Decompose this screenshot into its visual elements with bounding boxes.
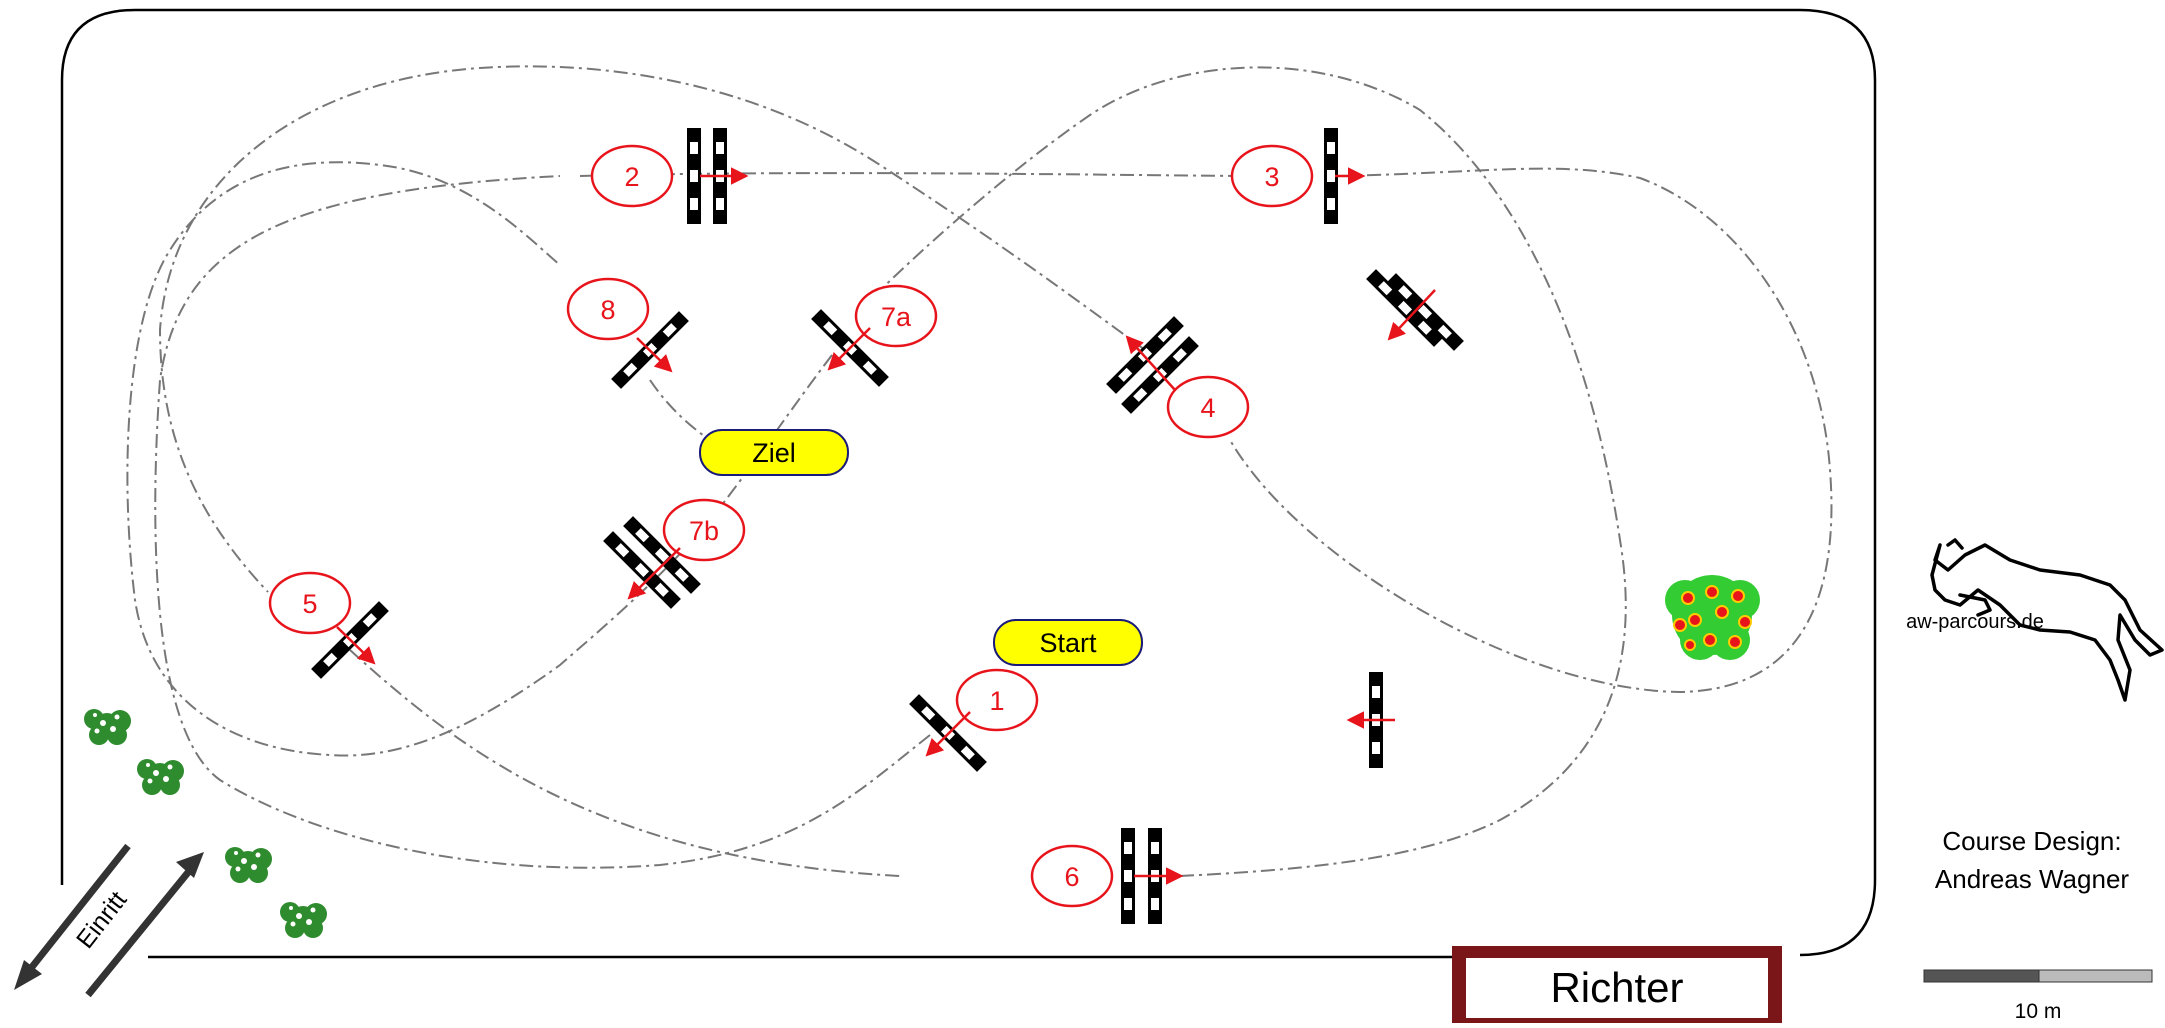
svg-text:2: 2 (624, 162, 639, 192)
obstacle-number-3: 3 (1230, 144, 1314, 208)
designer-credit-line1: Course Design: (1942, 826, 2121, 856)
arena-boundary (60, 8, 1877, 959)
jump-5-vertical (311, 601, 389, 679)
entrance-arrows: Einritt (14, 843, 204, 998)
obstacle-number-5: 5 (268, 571, 352, 635)
logo-text: aw-parcours.de (1906, 611, 2044, 633)
jump-7b-oxer (603, 516, 701, 609)
svg-text:3: 3 (1264, 162, 1279, 192)
jump-1-vertical (909, 694, 987, 772)
obstacle-number-2: 2 (590, 144, 674, 208)
judge-box: Richter (1452, 946, 1782, 1026)
entrance-label: Einritt (71, 886, 132, 954)
jump-4-oxer (1106, 316, 1199, 414)
svg-text:Richter: Richter (1550, 964, 1683, 1011)
jump-unnumbered-bottom-right (1346, 672, 1395, 768)
svg-text:7b: 7b (689, 516, 719, 546)
obstacle-number-7a: 7a (854, 284, 938, 348)
logo-horse-icon (1930, 538, 2164, 702)
jump-6-oxer (1121, 828, 1184, 924)
svg-text:Ziel: Ziel (752, 438, 796, 468)
start-marker: Start (993, 619, 1143, 666)
jump-7a-vertical (811, 309, 889, 387)
svg-text:1: 1 (989, 686, 1004, 716)
jump-8-vertical (611, 311, 689, 389)
obstacle-number-7b: 7b (662, 498, 746, 562)
svg-text:6: 6 (1064, 862, 1079, 892)
svg-text:5: 5 (302, 589, 317, 619)
designer-credit-line2: Andreas Wagner (1935, 864, 2129, 894)
jump-unnumbered-top-right (1366, 269, 1464, 351)
flower-bush-decoration (1665, 575, 1760, 660)
jump-3-vertical (1324, 128, 1366, 224)
jump-2-oxer (687, 128, 749, 224)
svg-text:Start: Start (1039, 628, 1097, 658)
svg-text:7a: 7a (881, 302, 912, 332)
finish-marker: Ziel (699, 429, 849, 476)
scale-label: 10 m (2015, 1000, 2062, 1023)
obstacle-number-1: 1 (955, 668, 1039, 732)
obstacle-number-4: 4 (1166, 375, 1250, 439)
obstacle-number-8: 8 (566, 277, 650, 341)
svg-text:4: 4 (1200, 393, 1215, 423)
svg-text:8: 8 (600, 295, 615, 325)
obstacle-number-6: 6 (1030, 844, 1114, 908)
scale-bar: 10 m (1923, 969, 2153, 1023)
